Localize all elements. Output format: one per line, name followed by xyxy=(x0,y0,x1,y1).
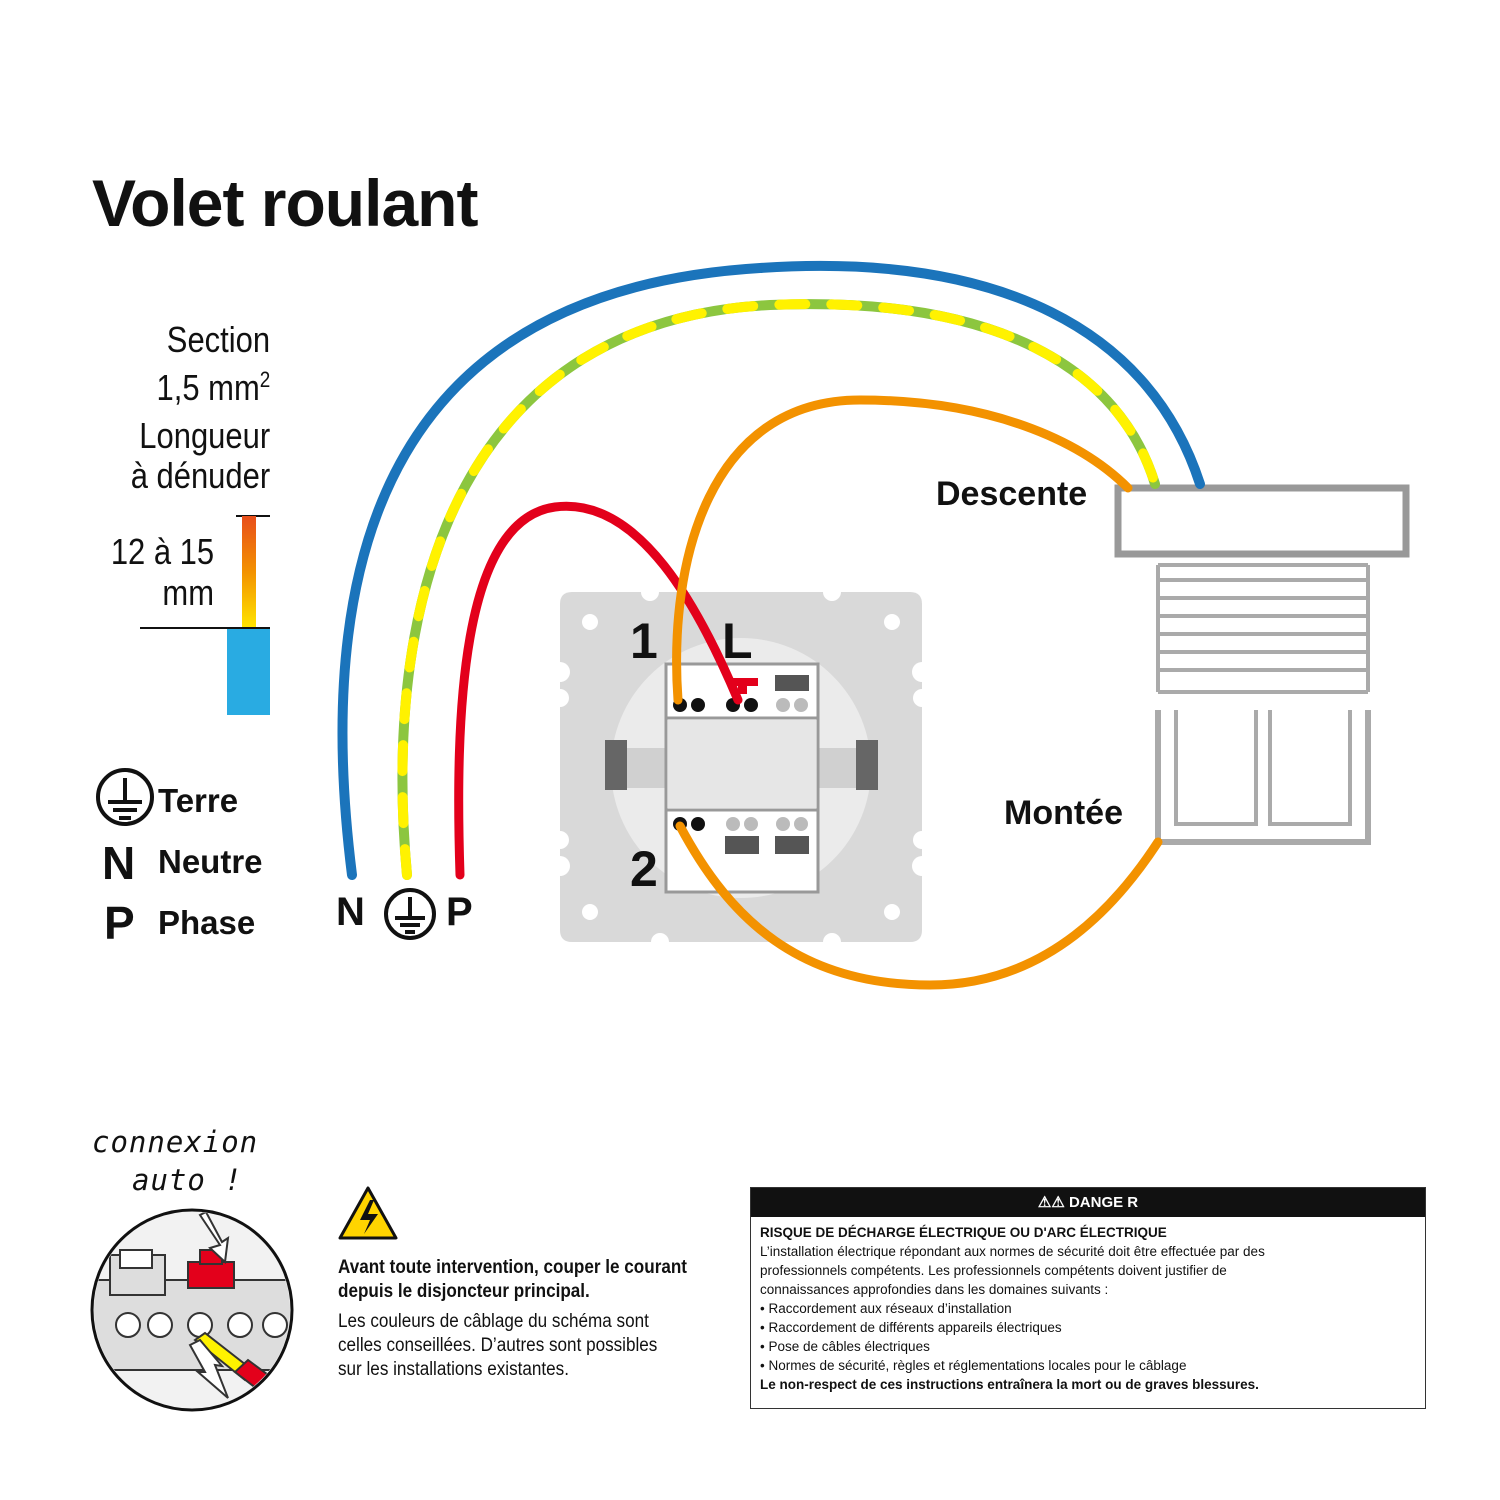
danger-item: • Pose de câbles électriques xyxy=(760,1339,930,1354)
wire-label-phase: P xyxy=(446,890,473,934)
danger-item: • Raccordement de différents appareils é… xyxy=(760,1320,1062,1335)
danger-intro-2: professionnels compétents. Les professio… xyxy=(760,1263,1227,1278)
danger-header: ⚠⚠ DANGE R xyxy=(751,1188,1425,1217)
terminal-1-label: 1 xyxy=(630,613,658,669)
terminal-2-label: 2 xyxy=(630,841,658,897)
warning-bold-text: Avant toute intervention, couper le cour… xyxy=(338,1257,688,1302)
phase-wire xyxy=(454,501,743,880)
warning-text: Les couleurs de câblage du schéma sont c… xyxy=(338,1311,658,1380)
auto-connect-text-2: auto ! xyxy=(132,1163,243,1197)
strip-length-label-2: à dénuder xyxy=(130,455,270,496)
danger-notice: ⚠⚠ DANGE R RISQUE DE DÉCHARGE ÉLECTRIQUE… xyxy=(750,1187,1426,1409)
auto-connect-text-1: connexion xyxy=(92,1125,259,1159)
page-title: Volet roulant xyxy=(92,166,478,240)
danger-intro-3: connaissances approfondies dans les doma… xyxy=(760,1282,1109,1297)
danger-footer: Le non-respect de ces instructions entra… xyxy=(760,1377,1259,1392)
earth-icon xyxy=(96,768,154,826)
strip-range-unit: mm xyxy=(162,572,214,613)
motor-up-wire xyxy=(675,821,1163,990)
warning-icon: ⚠⚠ xyxy=(1037,1194,1065,1211)
legend-neutral-symbol: N xyxy=(102,837,136,889)
motor-down-wire xyxy=(672,395,1133,705)
wires xyxy=(337,260,1205,990)
wire-label-neutral: N xyxy=(336,890,365,934)
neutral-wire xyxy=(337,260,1205,880)
danger-title: RISQUE DE DÉCHARGE ÉLECTRIQUE OU D'ARC É… xyxy=(760,1225,1167,1240)
strip-range: 12 à 15 xyxy=(110,531,214,572)
shutter-motor xyxy=(1114,484,1410,845)
section-value: 1,5 mm2 xyxy=(156,367,270,408)
strip-length-gauge xyxy=(140,515,270,715)
danger-item: • Raccordement aux réseaux d’installatio… xyxy=(760,1301,1012,1316)
earth-icon xyxy=(384,888,436,940)
section-label: Section xyxy=(166,319,270,360)
legend-earth: Terre xyxy=(158,782,239,819)
danger-item: • Normes de sécurité, règles et réglemen… xyxy=(760,1358,1187,1373)
auto-connect-illustration xyxy=(90,1208,294,1412)
warning-triangle-icon xyxy=(338,1186,398,1240)
earth-wire-yellow xyxy=(397,299,1160,880)
strip-length-label: Longueur xyxy=(139,415,270,456)
motor-down-label: Descente xyxy=(936,475,1088,513)
legend-phase-symbol: P xyxy=(104,897,135,949)
motor-up-label: Montée xyxy=(1004,794,1123,832)
terminal-l-label: L xyxy=(722,613,753,669)
danger-intro-1: L’installation électrique répondant aux … xyxy=(760,1244,1265,1259)
legend-phase: Phase xyxy=(158,904,256,941)
legend-neutral: Neutre xyxy=(158,843,263,880)
